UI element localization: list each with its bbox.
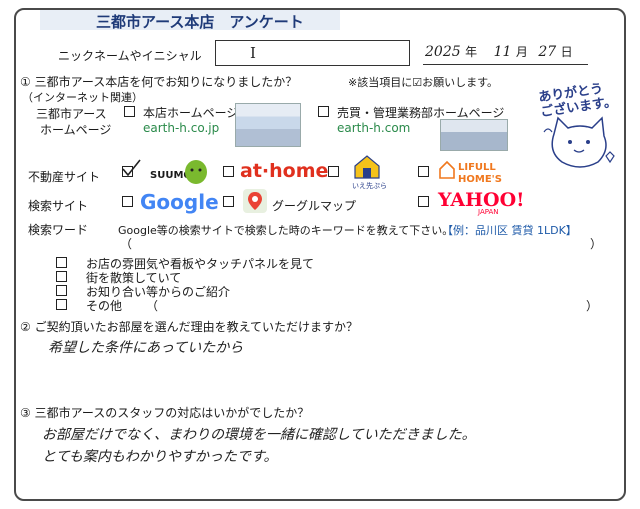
search-word-text: Google等の検索サイトで検索した時のキーワードを教えて下さい。: [118, 224, 454, 237]
date-day-unit: 日: [560, 45, 573, 59]
lifull-house-icon: [439, 160, 455, 179]
option-referral-checkbox[interactable]: [56, 285, 67, 296]
nickname-value: I: [250, 44, 256, 62]
date-month: 11: [493, 44, 512, 60]
q3-question: ③ 三都市アースのスタッフの対応はいかがでしたか？: [20, 406, 310, 420]
athome-checkbox[interactable]: [223, 166, 234, 177]
yahoo-japan-sub: JAPAN: [478, 208, 499, 216]
search-word-example: 【例：品川区 賃貸 1LDK】: [442, 224, 577, 237]
date-year-unit: 年: [465, 45, 478, 59]
search-word-label: 検索ワード: [28, 223, 89, 237]
lifull-logo: LIFULL HOME'S: [458, 162, 502, 185]
google-logo: Google: [140, 190, 219, 214]
google-map-label: グーグルマップ: [272, 199, 357, 213]
ietaku-logo: いえ先ぷら: [352, 182, 387, 190]
homepage-label-1: 三都市アース: [36, 107, 107, 121]
q2-question: ② ご契約頂いたお部屋を選んだ理由を教えていただけますか？: [20, 320, 358, 334]
title-bar: [40, 10, 340, 30]
yahoo-checkbox[interactable]: [418, 196, 429, 207]
search-site-label: 検索サイト: [28, 199, 89, 213]
cat-illustration-icon: [543, 116, 615, 168]
sales-hp-label: 売買・管理業務部ホームページ: [337, 106, 505, 120]
option-walk-checkbox[interactable]: [56, 271, 67, 282]
option-referral-label: お知り合い等からのご紹介: [86, 285, 231, 299]
q3-answer-line1[interactable]: お部屋だけでなく、まわりの環境を一緒に確認していただきました。: [42, 427, 476, 443]
option-other-checkbox[interactable]: [56, 299, 67, 310]
q1-question: ① 三都市アース本店を何でお知りになりましたか？: [20, 75, 298, 89]
sales-hp-thumbnail: [440, 119, 508, 151]
date: 2025 年 11 月 27 日: [425, 43, 573, 60]
date-day: 27: [538, 44, 557, 60]
option-other-paren-close: ）: [586, 299, 599, 313]
option-store-checkbox[interactable]: [56, 257, 67, 268]
main-hp-label: 本店ホームページ: [143, 106, 239, 120]
q2-answer[interactable]: 希望した条件にあっていたから: [48, 340, 244, 356]
option-other-label: その他: [86, 299, 123, 313]
date-year: 2025: [425, 44, 461, 60]
option-other-paren-open[interactable]: （: [146, 299, 159, 313]
suumo-checkbox[interactable]: [122, 166, 133, 177]
date-month-unit: 月: [515, 45, 528, 59]
search-word-paren-close: ）: [590, 237, 603, 251]
sales-hp-url: earth-h.com: [337, 121, 411, 135]
nickname-field[interactable]: I: [215, 40, 410, 66]
internet-label: （インターネット関連）: [22, 91, 143, 104]
google-checkbox[interactable]: [122, 196, 133, 207]
suumo-mascot-icon: [185, 160, 207, 184]
main-hp-thumbnail: [235, 103, 301, 147]
nickname-label: ニックネームやイニシャル: [58, 49, 202, 63]
search-word-paren-open[interactable]: （: [120, 237, 133, 251]
ietaku-checkbox[interactable]: [328, 166, 339, 177]
yahoo-logo: YAHOO!: [438, 189, 525, 211]
date-underline: [423, 64, 588, 65]
survey-title: 三都市アース本店 アンケート: [96, 13, 304, 31]
check-mark-icon: [122, 159, 141, 177]
main-hp-url: earth-h.co.jp: [143, 121, 220, 135]
athome-logo: at·home: [240, 160, 329, 182]
q1-note: ※該当項目に☑お願いします。: [348, 76, 498, 89]
sales-hp-checkbox[interactable]: [318, 106, 329, 117]
survey-frame: [14, 8, 626, 501]
google-maps-icon: [243, 189, 267, 213]
lifull-checkbox[interactable]: [418, 166, 429, 177]
homepage-label-2: ホームページ: [40, 123, 112, 137]
realestate-label: 不動産サイト: [28, 170, 101, 184]
ietaku-house-icon: [354, 155, 380, 179]
option-walk-label: 街を散策していて: [86, 271, 182, 285]
q3-answer-line2[interactable]: とても案内もわかりやすかったです。: [42, 449, 278, 465]
google-map-checkbox[interactable]: [223, 196, 234, 207]
option-store-label: お店の雰囲気や看板やタッチパネルを見て: [86, 257, 315, 271]
suumo-logo: SUUMO: [150, 170, 192, 181]
main-hp-checkbox[interactable]: [124, 106, 135, 117]
